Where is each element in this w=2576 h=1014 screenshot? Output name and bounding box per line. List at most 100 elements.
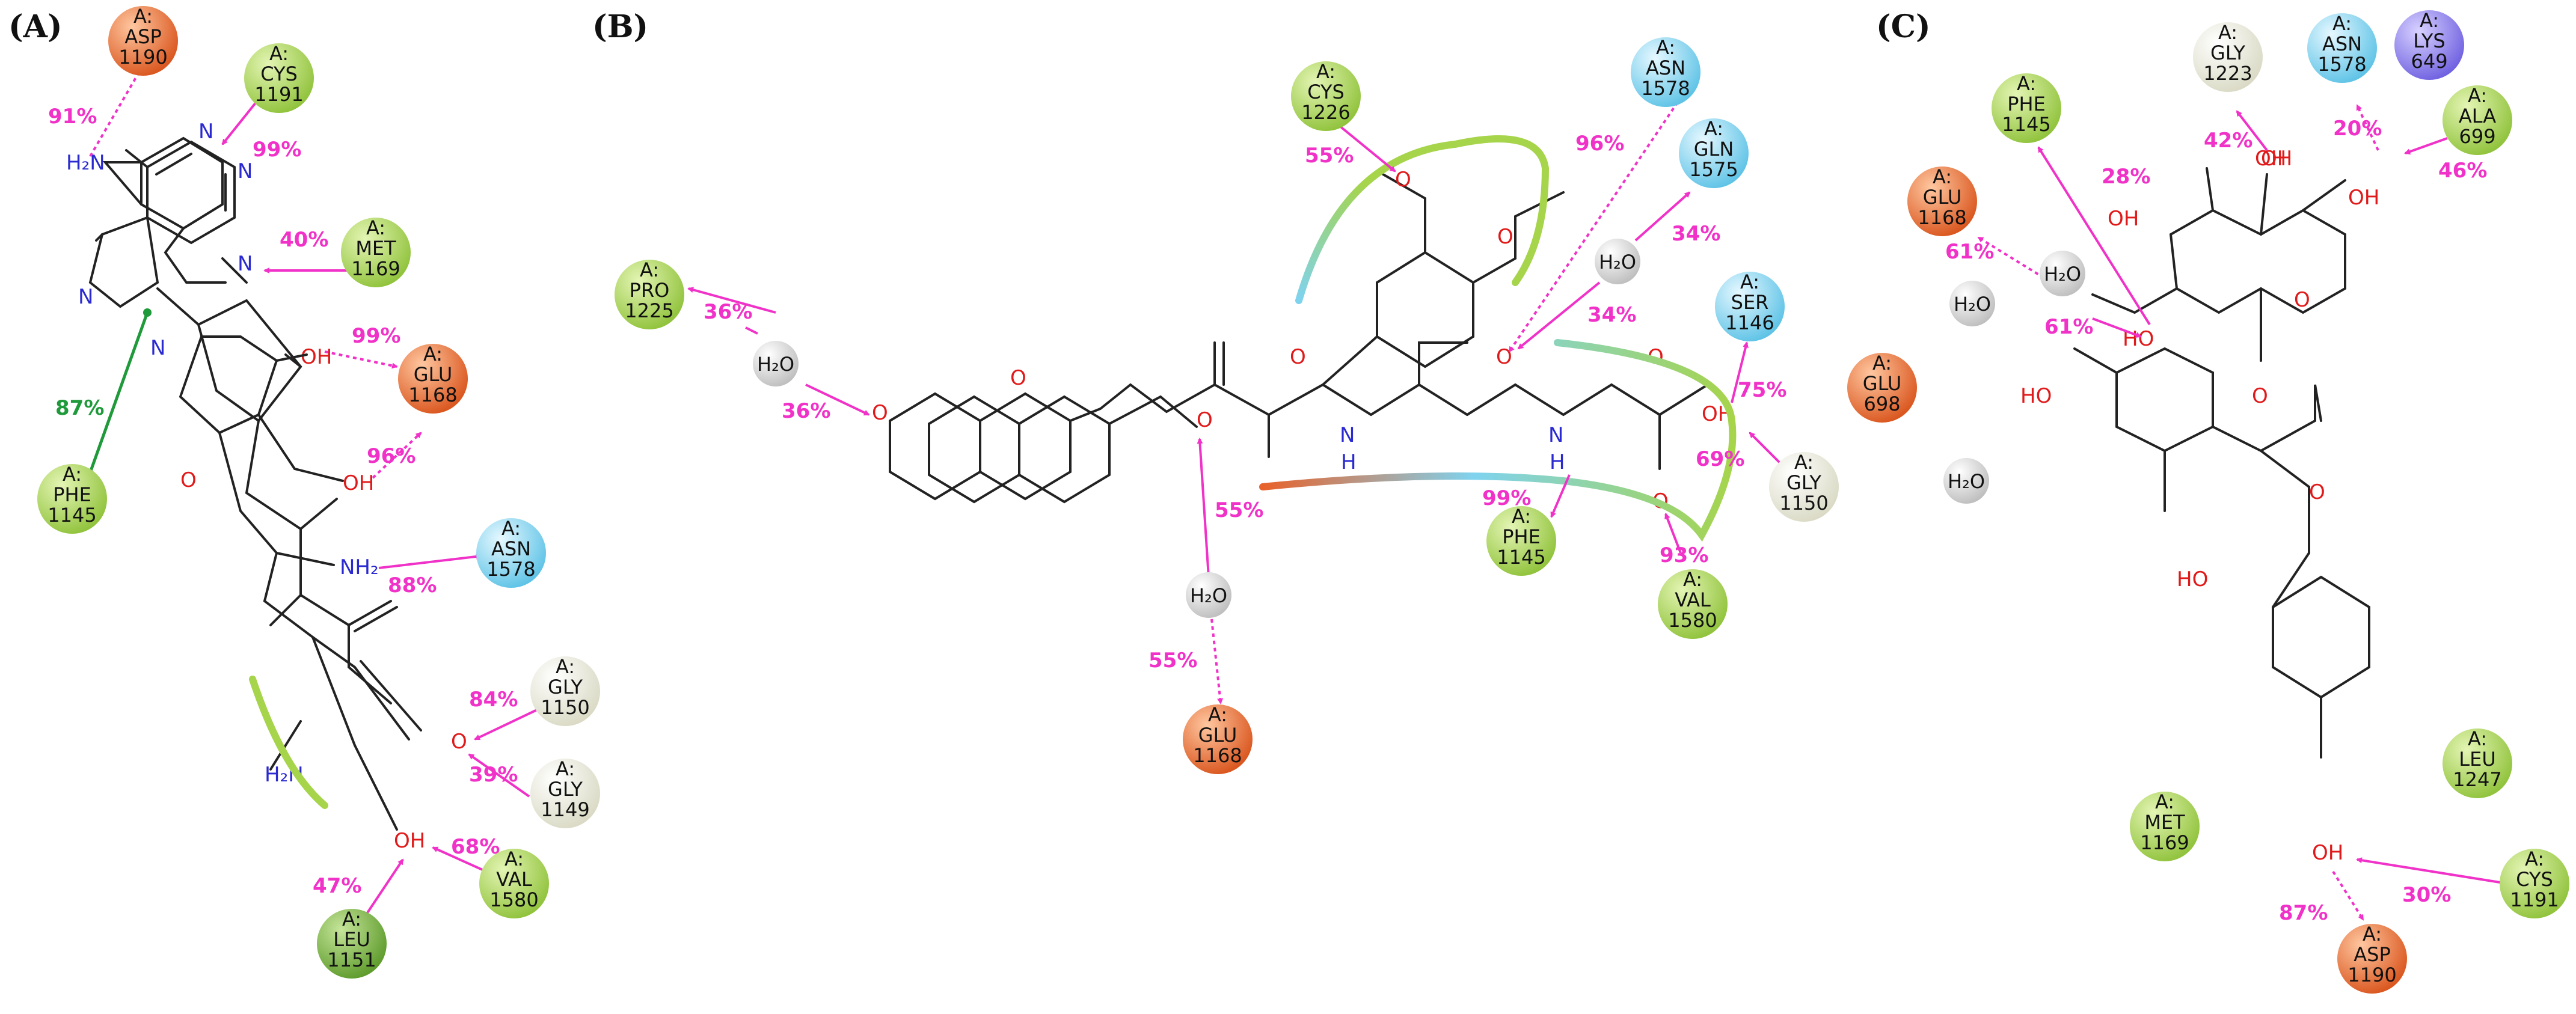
- interaction-percent: 36%: [782, 399, 830, 423]
- residue-node: A: ASN 1578: [1631, 36, 1700, 107]
- svg-text:GLU: GLU: [1863, 372, 1901, 395]
- residues-b: A: CYS 1226 A: ASN 1578 A: GLN 1575 A: P…: [615, 36, 1839, 774]
- svg-text:CYS: CYS: [260, 63, 298, 85]
- hydrophobic-contact-band: [1259, 339, 1737, 542]
- atom-label: O: [2252, 384, 2268, 408]
- svg-text:GLY: GLY: [2210, 41, 2245, 64]
- svg-text:1149: 1149: [541, 798, 589, 821]
- svg-text:A:: A:: [2218, 21, 2237, 44]
- interaction-percent: 55%: [1148, 649, 1197, 673]
- atom-label: H₂N: [66, 151, 105, 175]
- residues-c: A: GLY 1223 A: ASN 1578 A: LYS 649 A: PH…: [1847, 9, 2569, 994]
- atom-label: OH: [394, 829, 425, 853]
- ligand-b-atoms: O O O O O O O N H N H O OH O: [872, 168, 1733, 513]
- svg-text:GLU: GLU: [414, 363, 452, 386]
- residue-node: A: GLU 1168: [398, 343, 468, 414]
- svg-text:1191: 1191: [254, 83, 303, 106]
- svg-text:1169: 1169: [2140, 831, 2189, 854]
- svg-text:A:: A:: [1794, 451, 1814, 474]
- svg-text:1580: 1580: [1668, 609, 1717, 632]
- atom-label: N: [1548, 423, 1563, 447]
- atom-label: HO: [2177, 567, 2208, 591]
- interaction-percent: 34%: [1587, 303, 1636, 327]
- atom-label: N: [78, 285, 93, 309]
- svg-text:PHE: PHE: [53, 483, 91, 506]
- panel-label: (B): [592, 8, 648, 45]
- residue-node: A: CYS 1191: [244, 42, 314, 113]
- water-label: H₂O: [2044, 263, 2081, 286]
- svg-text:A:: A:: [1933, 165, 1952, 188]
- svg-text:699: 699: [2459, 125, 2495, 148]
- residue-node: A: ASN 1578: [476, 517, 546, 588]
- residues-a: A: ASP 1190 A: CYS 1191 A: MET 1169 A: G…: [37, 5, 600, 979]
- svg-text:LYS: LYS: [2413, 29, 2445, 52]
- residue-node: A: GLN 1575: [1679, 117, 1749, 188]
- hydrophobic-contact-band: [249, 676, 328, 809]
- water-c-3: H₂O: [1943, 458, 1989, 504]
- svg-text:GLN: GLN: [1694, 138, 1734, 160]
- panel-label: (A): [8, 8, 63, 45]
- svg-text:MET: MET: [355, 237, 396, 260]
- svg-text:1190: 1190: [2348, 964, 2396, 986]
- svg-text:A:: A:: [63, 463, 82, 486]
- interaction-percent: 61%: [2044, 315, 2093, 339]
- svg-text:A:: A:: [342, 908, 361, 930]
- svg-text:LEU: LEU: [333, 928, 370, 951]
- svg-text:1223: 1223: [2203, 62, 2252, 85]
- svg-text:VAL: VAL: [496, 868, 532, 891]
- svg-text:GLY: GLY: [548, 778, 583, 801]
- interaction-percent: 87%: [55, 396, 104, 420]
- svg-text:698: 698: [1863, 392, 1900, 415]
- svg-text:ALA: ALA: [2459, 105, 2496, 127]
- residue-node: A: GLU 1168: [1183, 703, 1253, 774]
- residue-node: A: PRO 1225: [615, 258, 684, 329]
- svg-text:1151: 1151: [327, 948, 376, 971]
- water-b-3: H₂O: [1186, 572, 1231, 618]
- residue-node: A: PHE 1145: [37, 463, 107, 534]
- interaction-lines-c: [1977, 104, 2508, 921]
- residue-node: A: LEU 1151: [317, 908, 387, 979]
- svg-text:ASN: ASN: [491, 537, 531, 560]
- ligand-a-skeleton: [102, 136, 422, 831]
- interaction-percent: 68%: [451, 835, 500, 859]
- svg-text:ASN: ASN: [2322, 32, 2362, 55]
- atom-label: N: [238, 159, 253, 183]
- atom-label: OH: [2312, 841, 2343, 865]
- atom-label: OH: [301, 345, 332, 369]
- residue-node: A: GLY 1150: [1769, 451, 1839, 522]
- svg-text:1575: 1575: [1689, 158, 1738, 181]
- residue-node: A: MET 1169: [341, 216, 411, 287]
- svg-text:A:: A:: [1704, 117, 1723, 140]
- interaction-percent: 88%: [388, 573, 437, 597]
- svg-text:ASP: ASP: [2354, 943, 2391, 966]
- svg-text:A:: A:: [1512, 505, 1531, 528]
- atom-label: N: [238, 252, 253, 276]
- svg-text:A:: A:: [269, 42, 289, 65]
- residue-node: A: GLY 1223: [2193, 21, 2263, 92]
- water-label: H₂O: [757, 353, 794, 376]
- water-c-1: H₂O: [2040, 251, 2085, 296]
- svg-text:A:: A:: [2468, 84, 2487, 107]
- atom-label: O: [1010, 366, 1026, 390]
- atom-label: OH: [2255, 147, 2286, 171]
- residue-node: A: GLY 1149: [530, 757, 600, 828]
- interaction-percent: 96%: [1575, 132, 1624, 156]
- svg-text:A:: A:: [1740, 270, 1759, 293]
- hydrophobic-contact-band: [1295, 135, 1550, 304]
- ligand-c-skeleton: [2073, 167, 2370, 759]
- svg-text:A:: A:: [1683, 568, 1702, 591]
- svg-text:A:: A:: [2017, 72, 2036, 95]
- svg-text:A:: A:: [2468, 727, 2487, 750]
- svg-text:1578: 1578: [2317, 53, 2366, 76]
- svg-text:A:: A:: [504, 848, 524, 870]
- svg-text:A:: A:: [640, 258, 659, 281]
- interaction-percent: 87%: [2279, 901, 2328, 925]
- water-b-1: H₂O: [753, 341, 799, 386]
- svg-text:CYS: CYS: [2516, 868, 2553, 891]
- residue-node: A: LEU 1247: [2443, 727, 2512, 798]
- svg-text:A:: A:: [2155, 790, 2174, 813]
- svg-text:A:: A:: [1656, 36, 1675, 59]
- interaction-percent: 91%: [48, 105, 97, 129]
- svg-text:CYS: CYS: [1307, 81, 1345, 103]
- panel-label: (C): [1876, 8, 1931, 45]
